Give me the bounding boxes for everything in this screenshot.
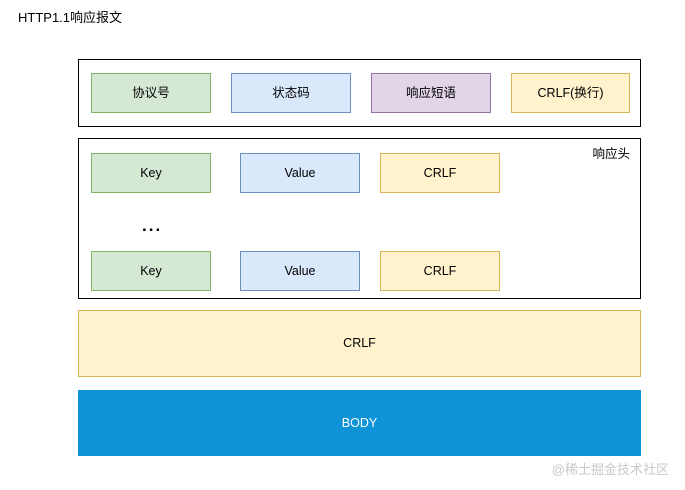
status-line-status-code-box: 状态码 [231, 73, 351, 113]
header-row-2-crlf-box: CRLF [380, 251, 500, 291]
header-rows-ellipsis: ... [142, 216, 163, 235]
header-row-2-value-box: Value [240, 251, 360, 291]
page-title: HTTP1.1响应报文 [18, 10, 123, 25]
watermark: @稀土掘金技术社区 [551, 462, 669, 477]
blank-line-crlf-bar: CRLF [78, 310, 641, 377]
header-row-1-key-box: Key [91, 153, 211, 193]
header-row-2-key-box: Key [91, 251, 211, 291]
message-body-bar: BODY [78, 390, 641, 456]
header-row-1-crlf-box: CRLF [380, 153, 500, 193]
response-headers-label: 响应头 [592, 147, 630, 161]
status-line-reason-phrase-box: 响应短语 [371, 73, 491, 113]
status-line-protocol-box: 协议号 [91, 73, 211, 113]
status-line-crlf-box: CRLF(换行) [511, 73, 630, 113]
header-row-1-value-box: Value [240, 153, 360, 193]
